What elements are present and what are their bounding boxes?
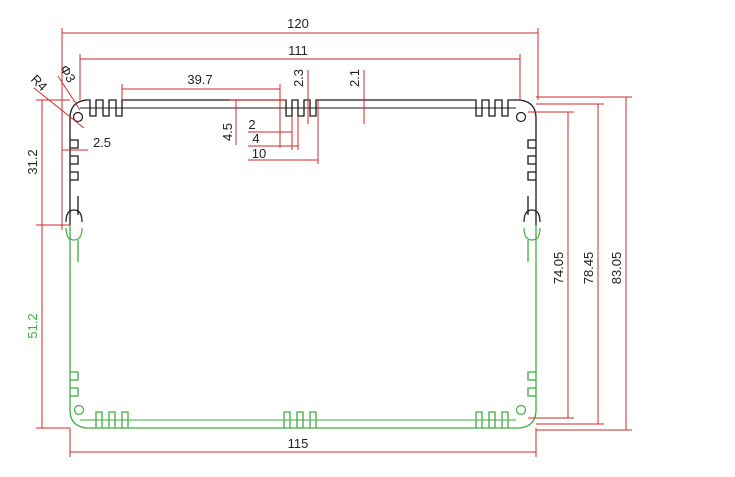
dim-overall-width: 120	[287, 16, 309, 31]
top-screw-holes	[65, 111, 541, 223]
dimension-labels: 120 111 39.7 2.3 2.1 R4 Φ3 2.5 4.5 2 4 1…	[25, 16, 624, 451]
dim-fin-height: 4.5	[220, 123, 235, 141]
dim-fin-group-width: 10	[252, 146, 266, 161]
dimension-lines	[33, 28, 632, 457]
dim-bottom-width: 115	[288, 436, 309, 451]
dim-fin-pitch: 4	[252, 131, 259, 146]
hole-bottom-right	[515, 404, 527, 416]
dim-overall-height: 83.05	[609, 252, 624, 285]
dim-upper-height: 31.2	[25, 149, 40, 174]
dim-mid-height: 78.45	[581, 252, 596, 285]
dim-fin-group-offset: 39.7	[187, 72, 212, 87]
hole-bottom-left	[73, 404, 85, 416]
dim-wall-mid: 2.1	[347, 69, 362, 87]
bottom-profile-outline	[69, 225, 537, 429]
dim-inner-height: 74.05	[551, 252, 566, 285]
dim-inner-width: 111	[288, 43, 308, 58]
hole-top-right	[515, 111, 527, 123]
dim-hole-diameter: Φ3	[57, 62, 79, 85]
top-profile-outline	[69, 99, 537, 225]
dim-lower-height: 51.2	[25, 313, 40, 338]
dim-wall-right: 2.3	[291, 69, 306, 87]
hole-top-left	[72, 111, 84, 123]
dim-corner-radius: R4	[28, 72, 50, 94]
dim-left-wall: 2.5	[93, 135, 111, 150]
dim-fin-gap: 2	[248, 117, 255, 132]
bottom-screw-holes	[65, 227, 541, 416]
